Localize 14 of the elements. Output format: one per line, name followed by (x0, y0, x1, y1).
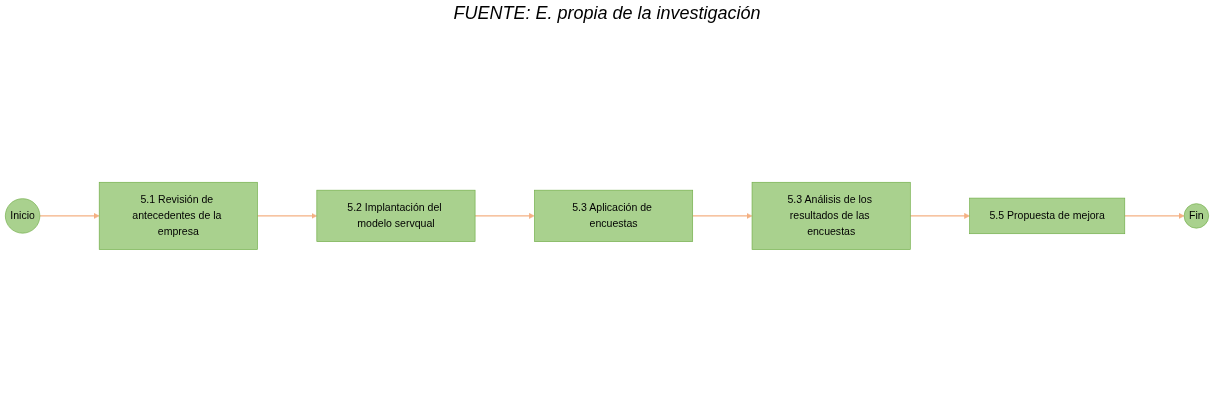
node-box: 5.3 Aplicación de encuestas (534, 189, 694, 243)
node-box: 5.5 Propuesta de mejora (969, 197, 1126, 235)
arrow (909, 213, 970, 219)
arrow (256, 213, 318, 219)
arrow (1124, 213, 1185, 219)
node-circle: Fin (1183, 203, 1209, 229)
node-circle: Inicio (5, 198, 41, 234)
node-box: 5.3 Análisis de los resultados de las encuestas (751, 182, 911, 250)
arrow (474, 213, 535, 219)
caption: FUENTE: E. propia de la investigación (452, 2, 762, 25)
arrow (692, 213, 753, 219)
node-box: 5.1 Revisión de antecedentes de la empresa (98, 182, 258, 250)
arrow (39, 213, 100, 219)
node-box: 5.2 Implantación del modelo servqual (316, 189, 476, 243)
